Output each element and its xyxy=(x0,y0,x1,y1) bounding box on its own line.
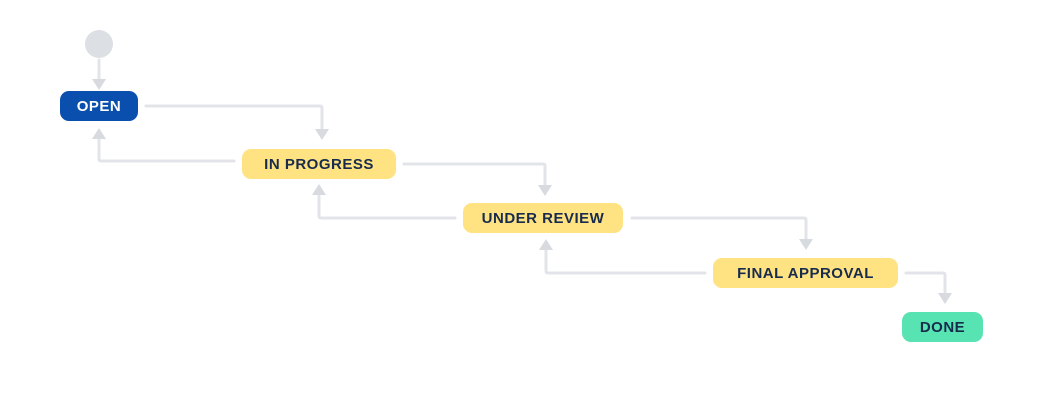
arrowhead-in-progress-under-review-icon xyxy=(538,185,552,196)
arrowhead-open-in-progress-icon xyxy=(315,129,329,140)
arrowhead-start-open-icon xyxy=(92,79,106,90)
status-node-done[interactable]: DONE xyxy=(902,312,983,342)
status-label-final-approval: FINAL APPROVAL xyxy=(737,264,874,282)
edge-under-review-to-final-approval xyxy=(630,216,808,241)
status-node-under-review[interactable]: UNDER REVIEW xyxy=(463,203,623,233)
edge-in-progress-to-open xyxy=(97,137,236,163)
status-node-final-approval[interactable]: FINAL APPROVAL xyxy=(713,258,898,288)
arrowhead-in-progress-open-icon xyxy=(92,128,106,139)
start-node-circle xyxy=(85,30,113,58)
edge-under-review-to-in-progress xyxy=(317,193,457,220)
arrowhead-final-approval-under-review-icon xyxy=(539,239,553,250)
edge-final-approval-to-done xyxy=(904,271,947,295)
edge-open-to-in-progress xyxy=(144,104,324,131)
edge-in-progress-to-under-review xyxy=(402,162,547,187)
arrowhead-final-approval-done-icon xyxy=(938,293,952,304)
status-label-done: DONE xyxy=(919,318,966,336)
status-label-in-progress: IN PROGRESS xyxy=(264,155,374,173)
status-node-in-progress[interactable]: IN PROGRESS xyxy=(242,149,396,179)
arrowhead-under-review-final-approval-icon xyxy=(799,239,813,250)
status-node-open[interactable]: OPEN xyxy=(60,91,138,121)
status-label-under-review: UNDER REVIEW xyxy=(481,209,605,227)
arrowhead-under-review-in-progress-icon xyxy=(312,184,326,195)
edge-final-approval-to-under-review xyxy=(544,248,707,275)
status-label-open: OPEN xyxy=(76,97,122,115)
